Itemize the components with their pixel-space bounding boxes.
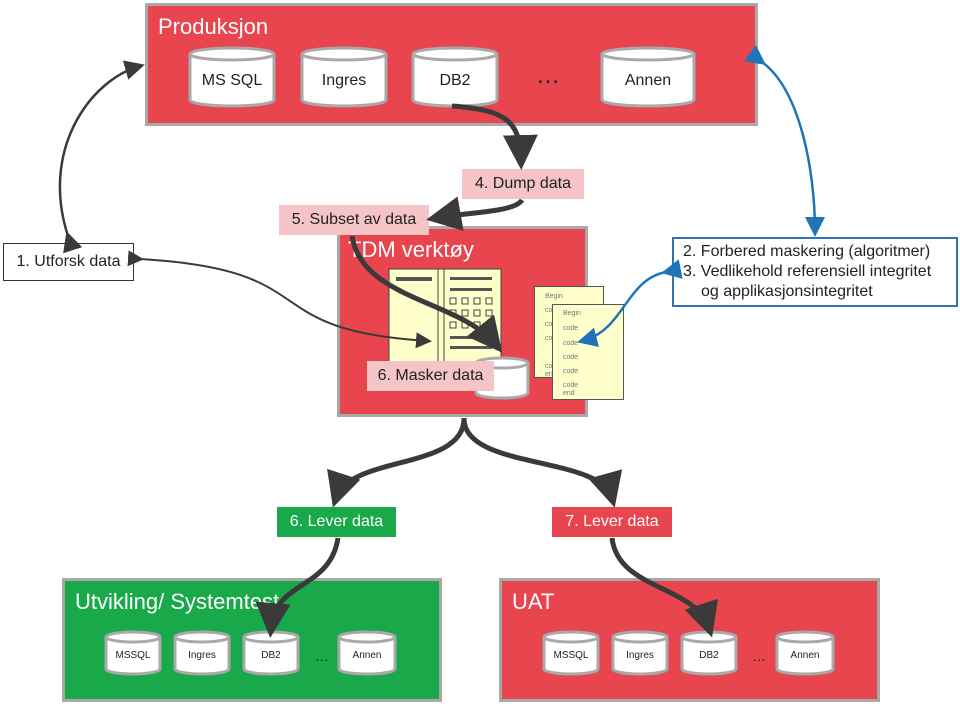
step-prepare-line3: og applikasjonsintegritet [701,283,873,300]
arrow-icon [461,417,623,508]
code-line: code [563,340,579,347]
dev-db-label: Ingres [188,650,216,661]
code-line: code [563,325,579,332]
dev-db-label: Annen [352,650,382,661]
uat-db-label: Annen [790,650,820,661]
arrow-icon [255,537,341,638]
code-line: code [563,368,579,375]
step-deliver-uat-label: 7. Lever data [552,507,672,537]
database-icon: MS SQL [188,46,276,108]
dev-ellipsis: … [315,648,329,664]
arrow-icon [577,259,683,347]
production-db-label: Annen [624,72,672,89]
arrow-icon [426,196,525,231]
arrow-icon [327,417,467,508]
database-icon: MSSQL [104,630,162,676]
production-ellipsis: … [536,62,560,89]
step-prepare-line1: 2. Forbered maskering (algoritmer) [683,243,931,260]
production-db-label: MS SQL [201,72,263,89]
arrow-icon [127,250,432,349]
code-line: code [563,382,579,389]
database-icon: Annen [337,630,397,676]
arrow-icon [349,235,503,353]
step-prepare-line2: 3. Vedlikehold referensiell integritet [683,263,932,280]
database-icon: MSSQL [542,630,600,676]
arrow-icon [743,45,825,237]
production-title: Produksjon [158,14,269,39]
uat-ellipsis: … [752,648,766,664]
code-line: end [563,390,575,397]
production-db-label: Ingres [321,72,367,89]
database-icon: Ingres [300,46,388,108]
code-line: Begin [563,310,581,317]
dev-title: Utvikling/ Systemtest [75,589,280,614]
database-icon: Annen [600,46,696,108]
step-mask-label: 6. Masker data [367,361,494,391]
database-icon: Ingres [611,630,669,676]
uat-db-label: Ingres [626,650,654,661]
uat-db-label: DB2 [699,650,719,661]
arrow-icon [451,103,538,170]
arrow-icon [609,537,718,638]
step-explore-label: 1. Utforsk data [16,253,121,270]
database-icon: Ingres [173,630,231,676]
uat-db-label: MSSQL [553,650,589,661]
step-deliver-dev-label: 6. Lever data [277,507,396,537]
step-prepare-box: 2. Forbered maskering (algoritmer) 3. Ve… [672,237,958,307]
step-subset-label: 5. Subset av data [279,205,429,235]
dev-db-label: DB2 [261,650,281,661]
code-line: Begin [545,293,563,300]
code-line: end [545,371,557,378]
dev-db-label: MSSQL [115,650,151,661]
step-dump-label: 4. Dump data [462,169,584,199]
database-icon: Annen [775,630,835,676]
production-db-label: DB2 [439,72,471,89]
code-line: code [563,354,579,361]
arrow-icon [58,60,145,254]
uat-title: UAT [512,589,555,614]
